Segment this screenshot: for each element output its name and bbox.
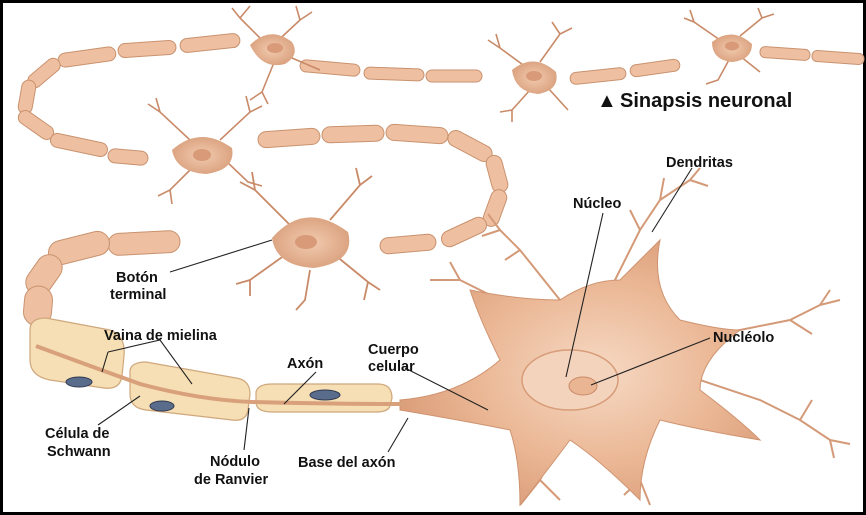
label-nucleolo: Nucléolo xyxy=(713,330,774,346)
label-nodulo-2: de Ranvier xyxy=(194,472,268,488)
nucleolus xyxy=(569,377,597,395)
label-boton-1: Botón xyxy=(116,270,158,286)
label-celula-2: Schwann xyxy=(47,444,111,460)
label-celula-1: Célula de xyxy=(45,426,109,442)
diagram-title: Sinapsis neuronal xyxy=(620,90,792,112)
label-axon: Axón xyxy=(287,356,323,372)
label-boton-2: terminal xyxy=(110,287,166,303)
label-nucleo: Núcleo xyxy=(573,196,621,212)
label-cuerpo-2: celular xyxy=(368,359,415,375)
label-cuerpo-1: Cuerpo xyxy=(368,342,419,358)
label-nodulo-1: Nódulo xyxy=(210,454,260,470)
label-dendritas: Dendritas xyxy=(666,155,733,171)
label-base: Base del axón xyxy=(298,455,396,471)
title-marker: ▲ xyxy=(597,90,617,112)
label-vaina: Vaina de mielina xyxy=(104,328,218,344)
